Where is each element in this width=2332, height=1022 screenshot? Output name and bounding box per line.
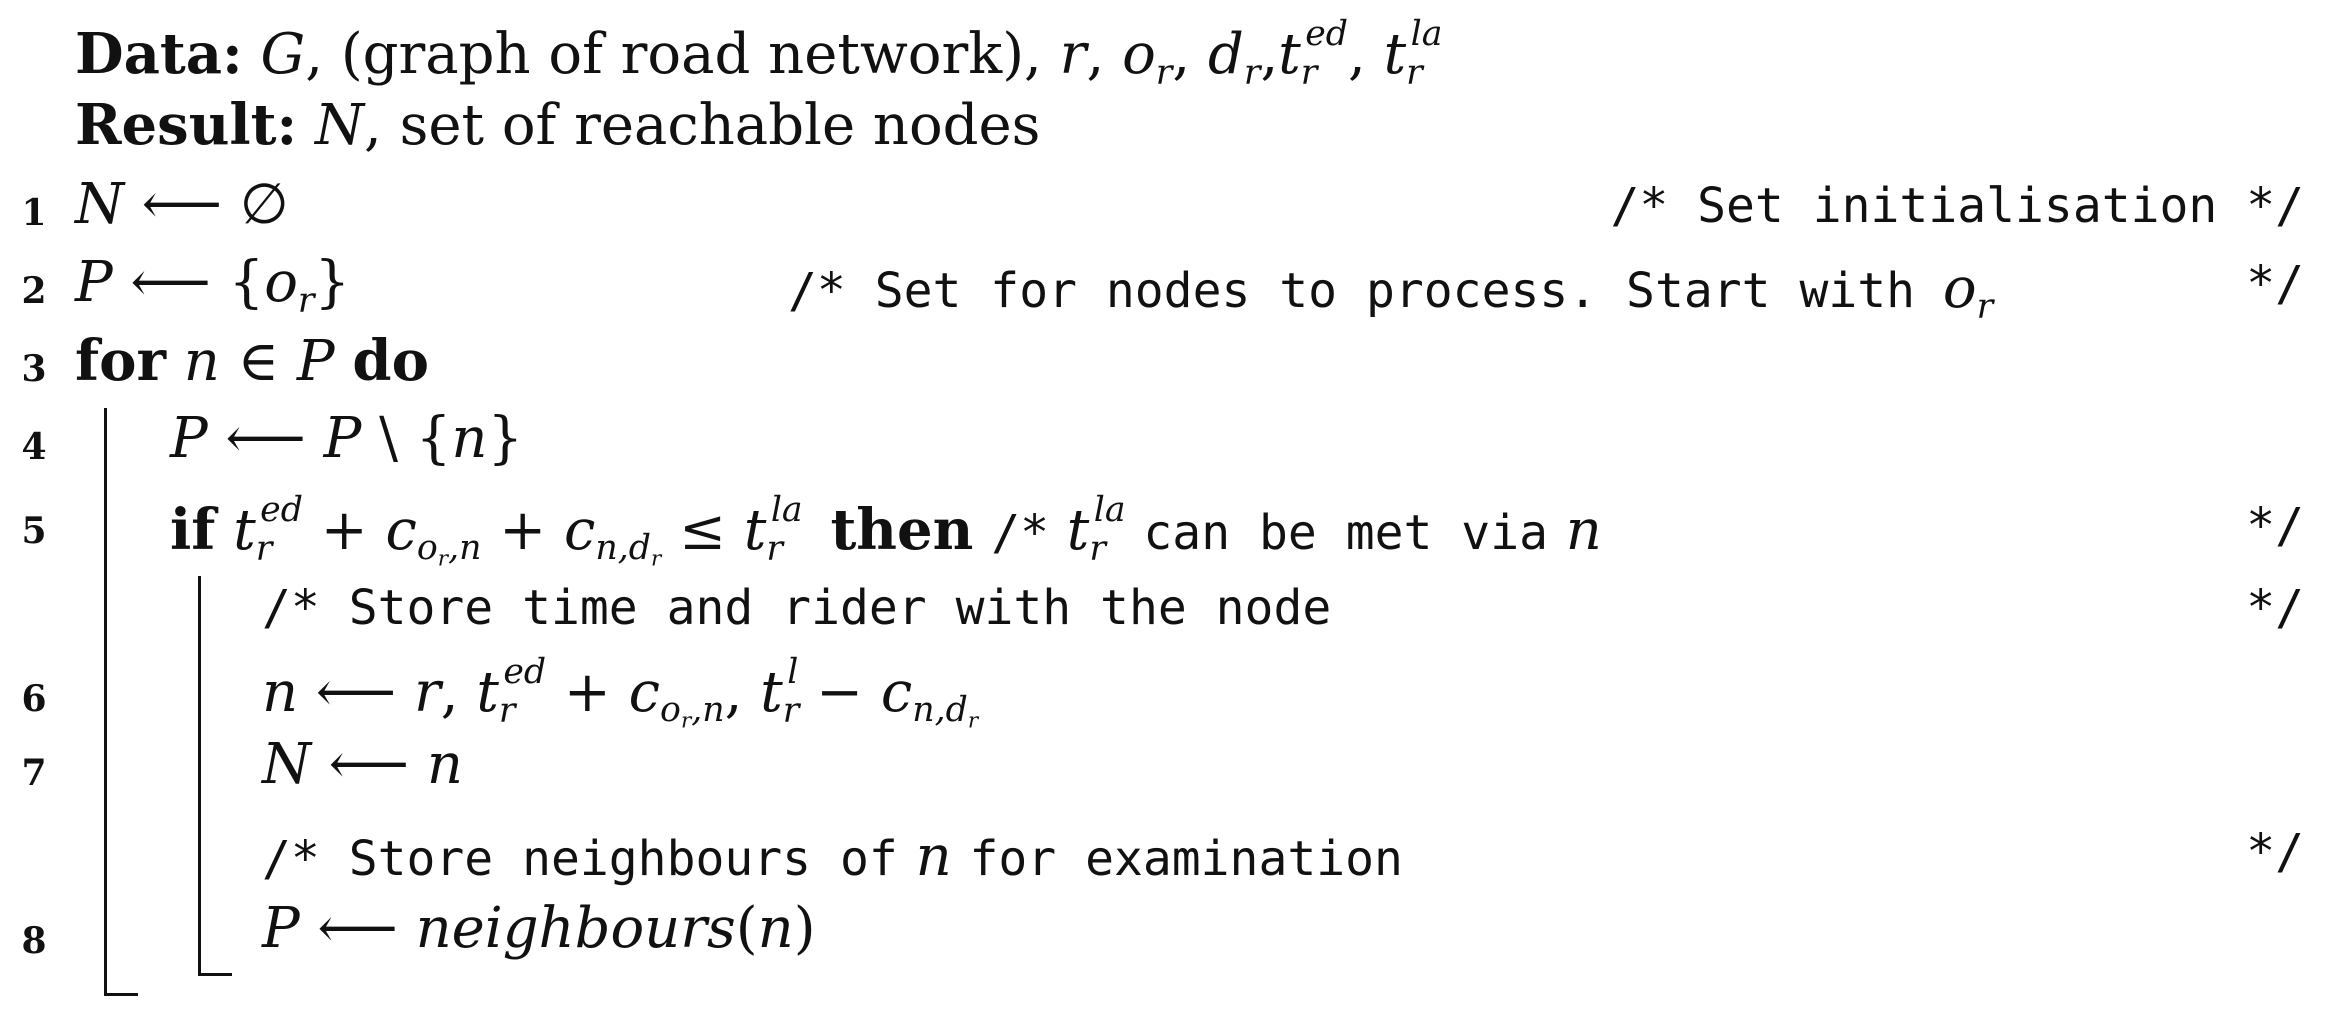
keyword-if: if (170, 496, 216, 563)
algo-line-2: 2 P ⟵ {or} /* Set for nodes to process. … (0, 250, 2332, 330)
line-number: 6 (21, 678, 47, 720)
statement: P ⟵ {or} (75, 250, 351, 321)
data-line: Data: G, (graph of road network), r, or,… (0, 14, 2332, 94)
comment-end: */ (2246, 256, 2304, 312)
result-label: Result: (75, 92, 298, 158)
comment: /* Store neighbours of n for examination (262, 824, 1403, 889)
data-label: Data: (75, 20, 243, 87)
keyword-do: do (352, 328, 429, 394)
comment-end: */ (2246, 580, 2304, 636)
keyword-then: then (830, 496, 974, 563)
algo-line-8: 8 P ⟵ neighbours(n) (0, 896, 2332, 976)
comment: /* Store time and rider with the node (262, 580, 1332, 636)
line-number: 5 (21, 510, 47, 552)
line-number: 8 (21, 920, 47, 962)
statement: if tred + cor,n + cn,dr ≤ trla then /* t… (170, 490, 1602, 572)
if-block-rule (198, 576, 201, 976)
algo-line-7: 7 N ⟵ n (0, 732, 2332, 812)
statement: n ⟵ r, tred + cor,n, trl − cn,dr (262, 652, 979, 734)
line-number: 7 (21, 752, 47, 794)
statement: N ⟵ ∅ (75, 172, 289, 237)
statement: for n ∈ P do (75, 328, 429, 394)
algo-line-1: 1 N ⟵ ∅ /* Set initialisation */ (0, 172, 2332, 252)
statement: N ⟵ n (262, 732, 463, 797)
for-block-rule (104, 408, 107, 996)
line-number: 2 (21, 270, 47, 312)
comment: /* Set for nodes to process. Start with … (788, 256, 1994, 327)
comment-line-store-time: /* Store time and rider with the node */ (0, 574, 2332, 654)
comment: /* Set initialisation */ (1610, 178, 2304, 234)
result-text: N, set of reachable nodes (315, 93, 1041, 158)
algo-line-5: 5 if tred + cor,n + cn,dr ≤ trla then /*… (0, 490, 2332, 572)
line-number: 3 (21, 348, 47, 390)
algo-line-4: 4 P ⟵ P \ {n} (0, 406, 2332, 486)
algo-line-3: 3 for n ∈ P do (0, 328, 2332, 408)
data-text: G, (graph of road network), r, or, dr,tr… (260, 14, 1443, 93)
algo-line-6: 6 n ⟵ r, tred + cor,n, trl − cn,dr (0, 652, 2332, 734)
statement: P ⟵ P \ {n} (170, 406, 524, 471)
comment-end: */ (2246, 824, 2304, 880)
keyword-for: for (75, 328, 166, 394)
if-block-rule-end (198, 973, 232, 976)
for-block-rule-end (104, 993, 138, 996)
result-line: Result: N, set of reachable nodes (0, 92, 2332, 172)
function-name: neighbours (415, 896, 736, 961)
line-number: 4 (21, 426, 47, 468)
line-number: 1 (21, 192, 47, 234)
statement: P ⟵ neighbours(n) (262, 896, 816, 961)
comment-line-store-neighbours: /* Store neighbours of n for examination… (0, 818, 2332, 898)
comment-end: */ (2246, 498, 2304, 554)
